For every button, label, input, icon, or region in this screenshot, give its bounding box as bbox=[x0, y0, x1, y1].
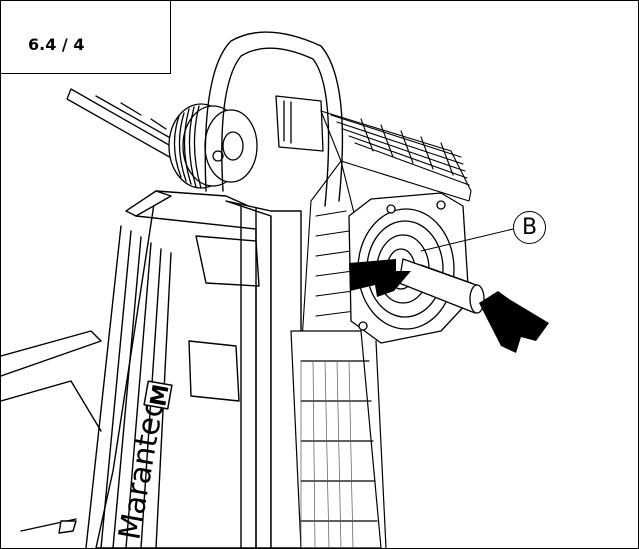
housing-side-strap bbox=[225, 200, 302, 548]
belt-pulley bbox=[168, 103, 258, 189]
step-number-box: 6.4 / 4 bbox=[1, 1, 171, 74]
guide-rail bbox=[290, 330, 387, 548]
mounting-bracket bbox=[275, 95, 324, 152]
door-frame bbox=[1, 330, 102, 534]
step-number: 6.4 / 4 bbox=[28, 35, 85, 54]
carry-handle bbox=[204, 31, 344, 207]
brand-logo-mark: M bbox=[146, 382, 174, 408]
output-shaft bbox=[398, 258, 485, 314]
push-arrow-right-icon bbox=[479, 291, 549, 353]
heat-sink-fins bbox=[300, 110, 472, 357]
drive-rail bbox=[66, 88, 182, 160]
control-housing bbox=[85, 190, 272, 548]
callout-leader bbox=[420, 228, 514, 252]
push-arrow-left-icon bbox=[349, 259, 411, 297]
callout-b: B bbox=[513, 211, 546, 244]
